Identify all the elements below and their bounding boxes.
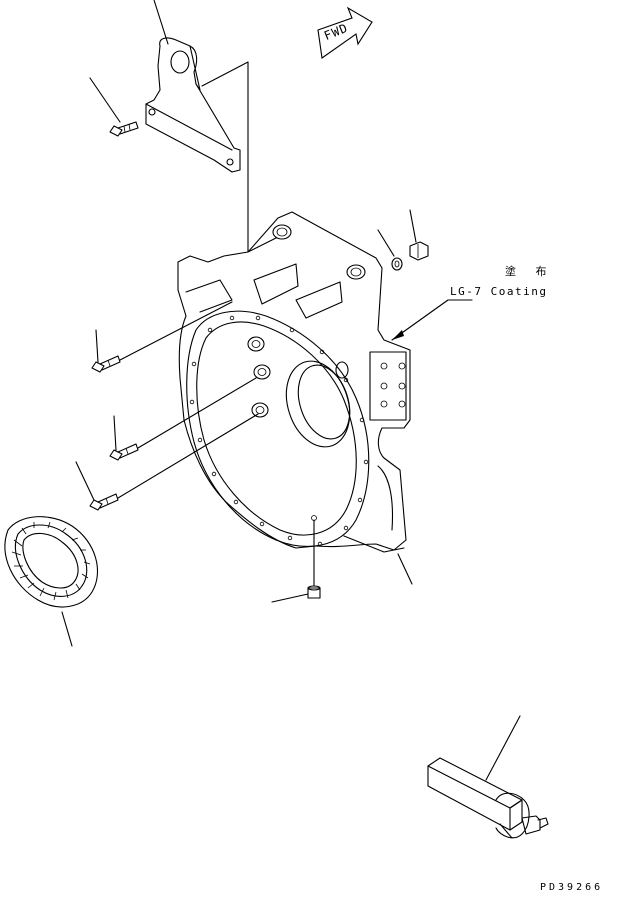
- leader-washer: [377, 229, 395, 257]
- installation-tool: [427, 757, 549, 839]
- bolt-axis-3: [117, 413, 259, 499]
- drawing-code: PD39266: [540, 882, 604, 893]
- leader-coating: [391, 299, 473, 341]
- oil-seal: [4, 516, 99, 608]
- long-bolt-2: [109, 443, 139, 461]
- leader-top-bolt: [409, 209, 417, 243]
- coating-label-japanese: 塗 布: [505, 265, 555, 278]
- leader-bracket: [153, 0, 169, 45]
- top-washer: [391, 257, 403, 271]
- leader-long-bolt-3: [75, 461, 95, 501]
- reference-line: [201, 61, 277, 253]
- lifting-bracket: [145, 37, 241, 173]
- fwd-arrow-icon: [317, 6, 373, 59]
- long-bolt-3: [89, 493, 119, 511]
- leader-installation-tool: [485, 715, 521, 781]
- leader-housing: [397, 553, 413, 585]
- long-bolt-1: [91, 355, 121, 373]
- leader-long-bolt-2: [113, 415, 117, 451]
- leader-long-bolt-1: [95, 329, 99, 363]
- bolt-axis-2: [137, 377, 257, 449]
- bracket-bolt: [109, 121, 139, 137]
- leader-oil-seal: [61, 611, 73, 647]
- bolt-axis-1: [119, 301, 233, 361]
- flywheel-housing: [177, 211, 411, 553]
- bottom-plug: [307, 585, 321, 599]
- plug-hole: [311, 515, 317, 521]
- coating-label-english: LG-7 Coating: [450, 285, 548, 298]
- coating-arrow-icon: [392, 330, 404, 340]
- top-bolt: [409, 241, 429, 261]
- leader-bracket-bolt: [89, 77, 121, 123]
- leader-bottom-plug: [271, 593, 309, 603]
